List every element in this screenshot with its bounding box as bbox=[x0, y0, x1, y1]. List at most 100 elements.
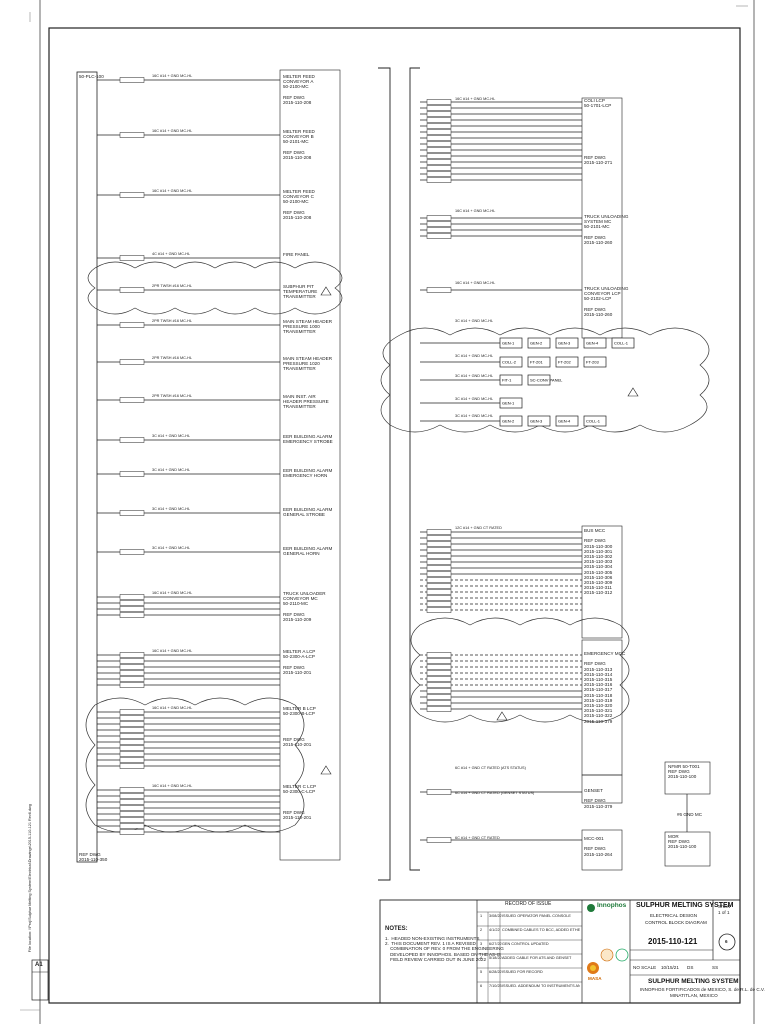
cable-tag bbox=[426, 694, 452, 700]
device-box bbox=[499, 397, 523, 409]
record-date: 4/1/22 bbox=[489, 928, 500, 932]
cable-tag bbox=[426, 221, 452, 227]
record-date: 5/18/22 bbox=[489, 956, 502, 960]
tb-scale: NO SCALE bbox=[633, 965, 657, 970]
record-desc: GEN CONTROL UPDATED bbox=[502, 942, 549, 946]
left-target-label: FIRE PANEL bbox=[283, 252, 310, 257]
device-label: GEN-4 bbox=[558, 419, 571, 424]
right-cable-label: 6C #14 + GND CT RATED (GENSET STATUS) bbox=[455, 791, 535, 795]
cable-tag bbox=[426, 177, 452, 183]
device-box bbox=[527, 356, 551, 368]
cable-tag bbox=[426, 147, 452, 153]
cable-tag bbox=[426, 547, 452, 553]
right-target-label: TRUCK UNLOADING CONVEYOR LCP 50-2102-LCP… bbox=[584, 286, 629, 318]
device-box bbox=[583, 356, 607, 368]
record-desc: COMBINED CABLES TO BCC, ADDED ETHERNET C… bbox=[502, 928, 580, 932]
partner-seal-icon bbox=[600, 948, 629, 962]
left-target-label: EER BUILDING ALARM GENERAL STROBE bbox=[283, 507, 333, 518]
tb-drawn: DS bbox=[687, 965, 694, 970]
notes-heading: NOTES: bbox=[385, 926, 408, 932]
cable-tag bbox=[426, 670, 452, 676]
left-target-label: EER BUILDING ALARM GENERAL HORN bbox=[283, 546, 333, 557]
cable-tag bbox=[119, 823, 145, 829]
cable-tag bbox=[426, 287, 452, 293]
cable-tag bbox=[119, 132, 145, 138]
cable-tag bbox=[119, 829, 145, 835]
left-cable-label: 2PR TWSH #16 MC-HL bbox=[152, 394, 193, 398]
cable-tag bbox=[119, 733, 145, 739]
device-box bbox=[499, 374, 523, 386]
left-target-label: MELTER FEED CONVEYOR C 50-2100-MC REF DW… bbox=[283, 189, 315, 221]
left-cable-label: 3C #14 + GND MC-HL bbox=[152, 434, 191, 438]
tb-bottom-title: SULPHUR MELTING SYSTEM bbox=[648, 978, 739, 985]
cable-tag bbox=[426, 706, 452, 712]
cable-tag bbox=[426, 583, 452, 589]
cable-tag bbox=[426, 688, 452, 694]
cable-tag bbox=[119, 670, 145, 676]
left-cable-label: 16C #14 + GND MC-HL bbox=[152, 784, 193, 788]
device-label: GEN-2 bbox=[502, 419, 515, 424]
left-target-label: MAIN STEAM HEADER PRESSURE 1020 TRANSMIT… bbox=[283, 356, 333, 372]
cable-tag bbox=[426, 658, 452, 664]
cable-tag bbox=[119, 811, 145, 817]
far-right-bottom: MOR REF DWG 2015-110-100 bbox=[668, 834, 697, 850]
cable-tag bbox=[119, 664, 145, 670]
masa-logo bbox=[587, 962, 599, 974]
cable-tag bbox=[426, 601, 452, 607]
left-target-label: EER BUILDING ALARM EMERGENCY STROBE bbox=[283, 434, 333, 445]
cable-tag bbox=[119, 77, 145, 83]
left-target-label: MELTER FEED CONVEYOR B 50-2101-MC REF DW… bbox=[283, 129, 315, 161]
cable-tag bbox=[426, 165, 452, 171]
cable-tag bbox=[119, 652, 145, 658]
cable-tag bbox=[426, 159, 452, 165]
left-cable-label: 2PR TWSH #16 MC-HL bbox=[152, 319, 193, 323]
left-cable-label: 4C #14 + GND MC-HL bbox=[152, 252, 191, 256]
record-rev: 5 bbox=[480, 970, 483, 974]
tb-bottom-sub: INNOPHOS FORTIFICADOS de MEXICO, S. de R… bbox=[640, 987, 765, 992]
cable-tag bbox=[426, 141, 452, 147]
cable-tag bbox=[426, 129, 452, 135]
sheet-size: A1 bbox=[35, 962, 43, 968]
left-cable-label: 3C #14 + GND MC-HL bbox=[152, 507, 191, 511]
cable-tag bbox=[426, 682, 452, 688]
cable-tag bbox=[426, 171, 452, 177]
record-rev: 2 bbox=[480, 928, 483, 932]
far-right-cable: #6 GND MC bbox=[677, 812, 703, 817]
cable-tag bbox=[426, 123, 452, 129]
record-rev: 3 bbox=[480, 942, 483, 946]
cable-tag bbox=[119, 817, 145, 823]
cable-tag bbox=[119, 757, 145, 763]
notes-text: 1. HEADED NON-EXISTING INSTRUMENTS 2. TH… bbox=[385, 936, 504, 962]
left-target-label: SUBPHUR PIT TEMPERATURE TRANSMITTER bbox=[283, 284, 318, 300]
tb-sub1: ELECTRICAL DESIGN bbox=[650, 913, 698, 918]
cable-tag bbox=[119, 721, 145, 727]
record-desc: ISSUED. ADDENDUM TO INSTRUMENTS AND ETHE… bbox=[502, 984, 580, 988]
record-desc: ISSUED OPERATOR PANEL CONSOLE bbox=[502, 914, 571, 918]
cable-tag bbox=[119, 192, 145, 198]
cable-tag bbox=[426, 652, 452, 658]
left-cable-label: 16C #14 + GND MC-HL bbox=[152, 591, 193, 595]
cable-tag bbox=[119, 745, 145, 751]
innophos-logo-text: Innophos bbox=[597, 902, 627, 909]
cable-tag bbox=[119, 715, 145, 721]
tb-checked: SS bbox=[712, 965, 719, 970]
device-box bbox=[527, 415, 551, 427]
right-cable-label: 6C #14 + GND CT RATED (ATS STATUS) bbox=[455, 766, 526, 770]
device-label: COLL-2 bbox=[502, 360, 517, 365]
cable-tag bbox=[119, 763, 145, 769]
device-label: FT-202 bbox=[558, 360, 571, 365]
cable-tag bbox=[426, 111, 452, 117]
left-target-label: MELTER B LCP 50-2300-B-LCP REF DWG 2015-… bbox=[283, 706, 316, 748]
cable-tag bbox=[119, 676, 145, 682]
device-label: GEN-3 bbox=[558, 341, 571, 346]
device-box bbox=[555, 356, 579, 368]
cable-tag bbox=[119, 709, 145, 715]
device-box bbox=[611, 337, 635, 349]
device-box bbox=[499, 415, 523, 427]
record-date: 6/27/22 bbox=[489, 942, 502, 946]
cable-tag bbox=[426, 105, 452, 111]
tb-sub2: CONTROL BLOCK DIAGRAM bbox=[645, 920, 707, 925]
right-cable-label: 3C #14 + GND MC-HL bbox=[455, 319, 494, 323]
record-desc: ISSUED FOR RECORD bbox=[502, 970, 543, 974]
